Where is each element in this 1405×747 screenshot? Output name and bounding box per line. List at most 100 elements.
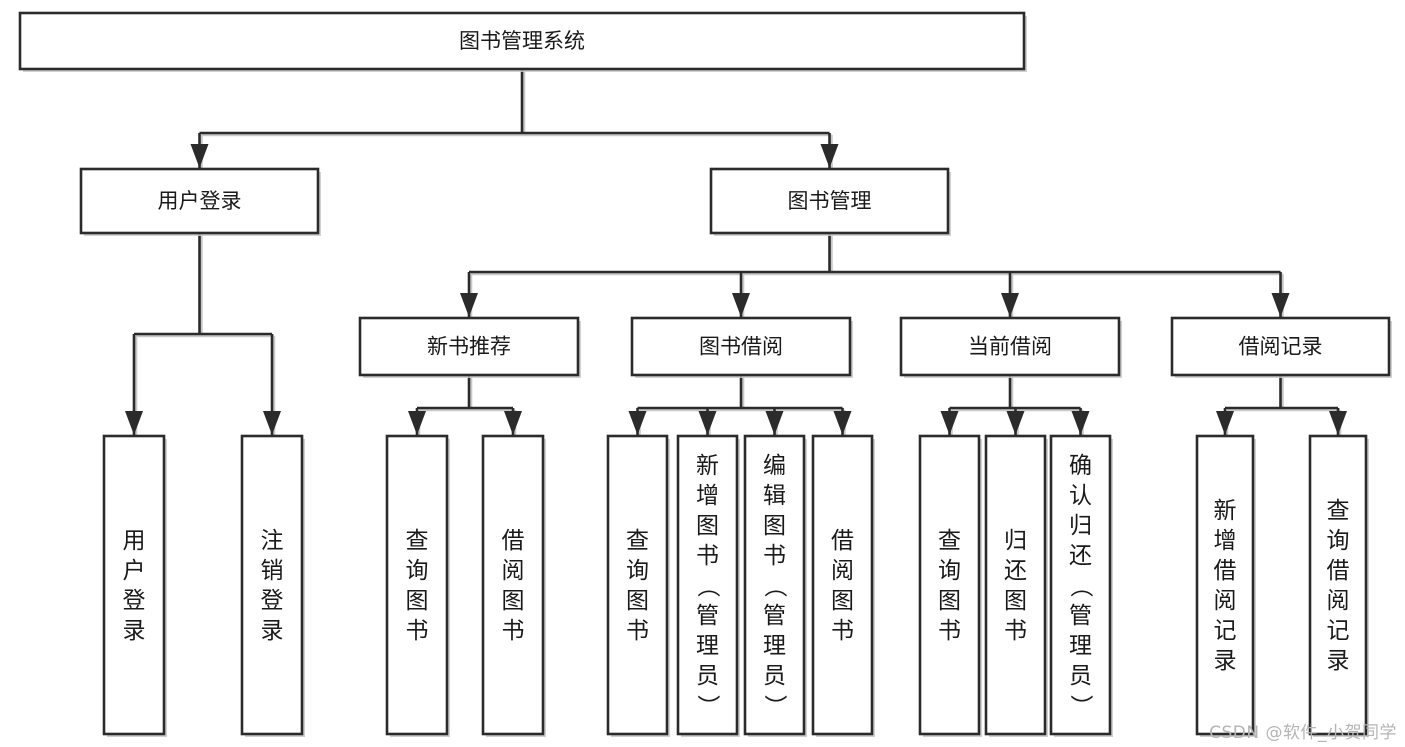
node-label-current-borrow: 当前借阅 — [968, 335, 1052, 359]
leaf-box-leaf-query-book-3[interactable] — [918, 434, 981, 736]
svg-text:书: 书 — [626, 618, 649, 644]
svg-text:员: 员 — [763, 663, 786, 689]
svg-text:户: 户 — [123, 558, 146, 584]
arrowhead-leaf-query-borrow-record — [1329, 411, 1347, 435]
svg-text:阅: 阅 — [1327, 588, 1350, 614]
svg-text:查: 查 — [626, 528, 649, 554]
leaf-box-leaf-query-book-1[interactable] — [385, 434, 449, 736]
svg-text:归: 归 — [1069, 513, 1092, 539]
svg-text:图: 图 — [763, 513, 786, 539]
leaf-box-leaf-borrow-book-2[interactable] — [811, 434, 874, 736]
arrowhead-leaf-add-book-admin — [698, 411, 717, 435]
arrowhead-leaf-logout-login — [263, 411, 281, 435]
svg-text:书: 书 — [1004, 618, 1027, 644]
svg-text:书: 书 — [763, 543, 786, 569]
svg-text:确: 确 — [1069, 453, 1092, 479]
svg-text:理: 理 — [763, 633, 786, 659]
svg-text:员: 员 — [1069, 663, 1092, 689]
svg-text:理: 理 — [1069, 633, 1092, 659]
arrowhead-leaf-borrow-book-2 — [833, 411, 852, 435]
svg-text:录: 录 — [261, 618, 284, 644]
csdn-watermark: CSDN @软件_小贺同学 — [1209, 723, 1397, 743]
svg-text:认: 认 — [1069, 483, 1092, 509]
node-box-current-borrow[interactable] — [899, 316, 1121, 377]
arrowhead-leaf-borrow-book-1 — [504, 411, 522, 435]
svg-text:询: 询 — [938, 558, 961, 584]
leaf-box-leaf-add-book-admin[interactable] — [676, 434, 739, 736]
arrowhead-book-manage — [820, 144, 839, 168]
node-label-user-login: 用户登录 — [158, 189, 242, 213]
arrowhead-leaf-return-book — [1006, 411, 1025, 435]
leaf-box-leaf-user-login[interactable] — [102, 434, 166, 736]
arrowhead-leaf-query-book-2 — [628, 411, 647, 435]
svg-text:阅: 阅 — [1214, 588, 1237, 614]
node-box-borrow-record[interactable] — [1170, 316, 1391, 377]
svg-text:录: 录 — [1214, 648, 1237, 674]
node-box-user-login[interactable] — [79, 167, 320, 235]
arrowhead-leaf-user-login — [125, 411, 143, 435]
arrowhead-leaf-confirm-return-admin — [1071, 411, 1090, 435]
connector-layer — [125, 69, 1347, 437]
arrowhead-leaf-query-book-3 — [940, 411, 959, 435]
leaf-box-leaf-logout-login[interactable] — [240, 434, 304, 736]
leaf-box-leaf-borrow-book-1[interactable] — [481, 434, 545, 736]
leaf-box-leaf-edit-book-admin[interactable] — [743, 434, 806, 736]
node-box-new-book-recommend[interactable] — [358, 316, 580, 377]
leaf-box-leaf-return-book[interactable] — [984, 434, 1047, 736]
svg-text:阅: 阅 — [502, 558, 525, 584]
root-node-label: 图书管理系统 — [459, 29, 585, 53]
svg-text:理: 理 — [696, 633, 719, 659]
node-label-borrow-record: 借阅记录 — [1239, 335, 1323, 359]
svg-text:新: 新 — [1214, 498, 1237, 524]
svg-text:）: ） — [1068, 695, 1094, 718]
svg-text:书: 书 — [696, 543, 719, 569]
svg-text:（: （ — [1068, 575, 1094, 598]
node-label-book-manage: 图书管理 — [788, 189, 872, 213]
svg-text:归: 归 — [1004, 528, 1027, 554]
svg-text:注: 注 — [261, 528, 284, 554]
svg-text:询: 询 — [626, 558, 649, 584]
node-box-book-manage[interactable] — [709, 167, 950, 235]
svg-text:销: 销 — [261, 558, 284, 584]
arrowhead-leaf-edit-book-admin — [765, 411, 784, 435]
svg-text:辑: 辑 — [763, 483, 786, 509]
node-box-layer — [18, 11, 1392, 737]
svg-text:借: 借 — [1214, 558, 1237, 584]
svg-text:图: 图 — [502, 588, 525, 614]
svg-text:查: 查 — [938, 528, 961, 554]
arrowhead-leaf-query-book-1 — [408, 411, 426, 435]
svg-text:记: 记 — [1214, 618, 1237, 644]
svg-text:阅: 阅 — [831, 558, 854, 584]
svg-text:询: 询 — [1327, 528, 1350, 554]
leaf-box-leaf-add-borrow-record[interactable] — [1195, 434, 1255, 736]
svg-text:增: 增 — [1214, 528, 1237, 554]
leaf-box-leaf-query-book-2[interactable] — [606, 434, 669, 736]
root-node-box[interactable] — [18, 11, 1026, 71]
svg-text:图: 图 — [626, 588, 649, 614]
svg-text:查: 查 — [1327, 498, 1350, 524]
svg-text:借: 借 — [1327, 558, 1350, 584]
leaf-box-leaf-confirm-return-admin[interactable] — [1049, 434, 1112, 736]
leaf-box-leaf-query-borrow-record[interactable] — [1308, 434, 1368, 736]
arrowhead-leaf-add-borrow-record — [1216, 411, 1234, 435]
svg-text:用: 用 — [123, 528, 146, 554]
arrowhead-user-login — [190, 144, 209, 168]
svg-text:（: （ — [762, 575, 788, 598]
svg-text:编: 编 — [763, 453, 786, 479]
svg-text:还: 还 — [1069, 543, 1092, 569]
svg-text:图: 图 — [406, 588, 429, 614]
svg-text:增: 增 — [696, 483, 719, 509]
svg-text:管: 管 — [696, 603, 719, 629]
node-box-book-borrow[interactable] — [630, 316, 852, 377]
